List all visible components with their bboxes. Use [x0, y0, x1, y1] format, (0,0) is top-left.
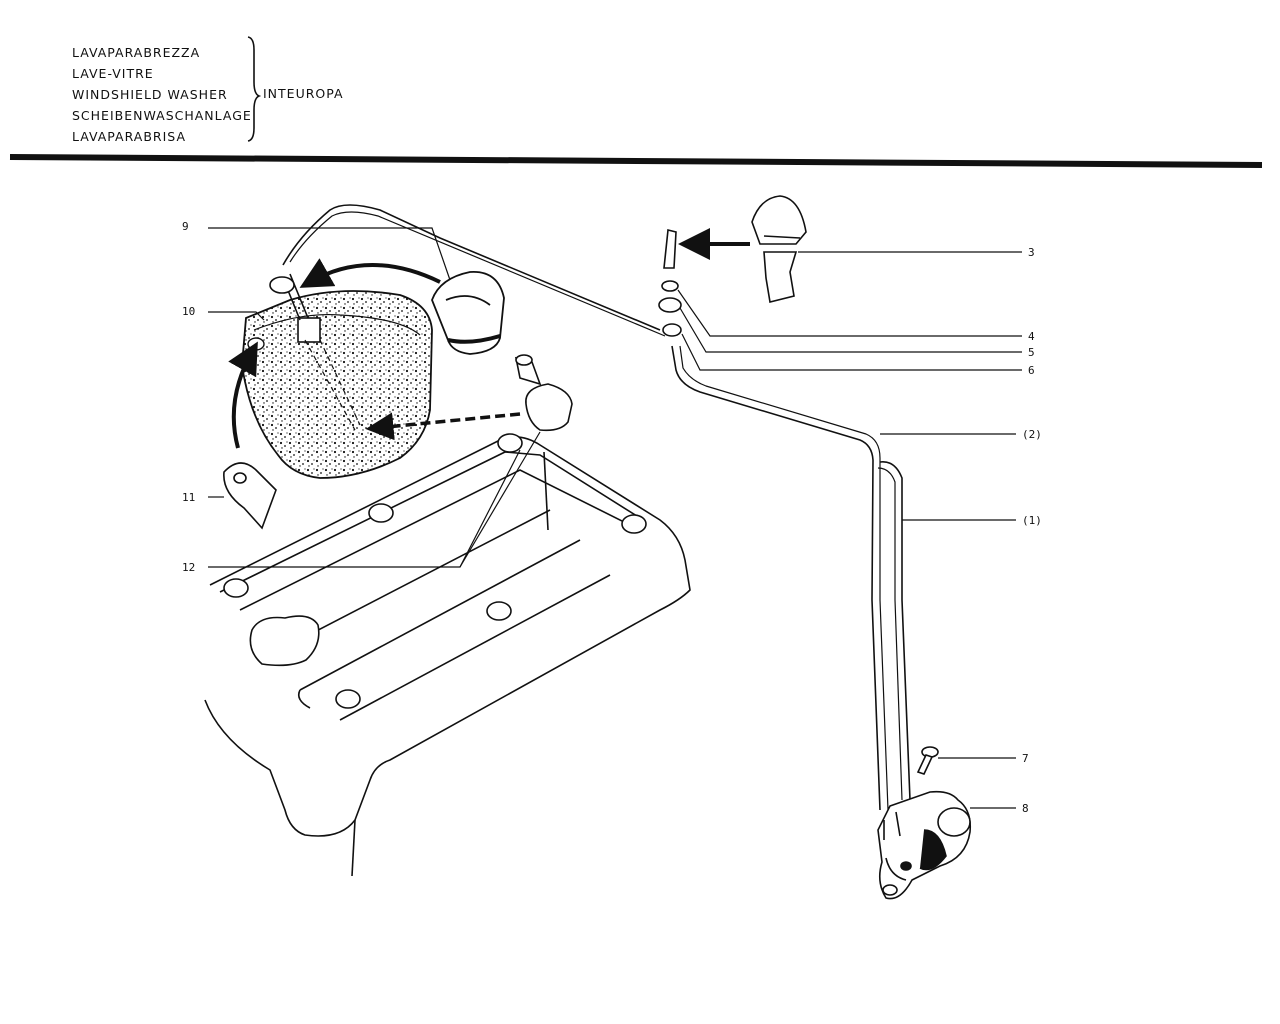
title-brace — [247, 36, 262, 142]
callout-12: 12 — [182, 561, 195, 574]
callout-2: (2) — [1022, 428, 1042, 441]
reservoir-internal-tube — [304, 339, 361, 431]
arrow-clip-to-eyelet — [228, 341, 258, 449]
washer-4 — [661, 280, 679, 292]
brace-label: INTEUROPA — [263, 86, 344, 101]
washer-reservoir — [241, 290, 433, 479]
callout-5: 5 — [1028, 346, 1035, 359]
pipe-9-return — [289, 211, 666, 337]
engine-cover — [204, 436, 691, 877]
reservoir-neck — [297, 317, 321, 343]
reservoir-cap — [431, 271, 505, 355]
title-fr: LAVE-VITRE — [72, 66, 154, 81]
pipe-fitting-top — [269, 276, 295, 294]
washer-nozzle — [751, 195, 807, 303]
hose-clip — [223, 462, 277, 530]
callout-3: 3 — [1028, 246, 1035, 259]
callout-1: (1) — [1022, 514, 1042, 527]
title-es: LAVAPARABRISA — [72, 129, 186, 144]
pickup-filter — [514, 354, 573, 432]
title-block: LAVAPARABREZZA LAVE-VITRE WINDSHIELD WAS… — [72, 42, 252, 147]
arrow-cap-to-neck — [299, 258, 441, 288]
callout-6: 6 — [1028, 364, 1035, 377]
mounting-screw — [916, 746, 939, 775]
oil-filler-cap — [249, 615, 320, 667]
leader-lines — [208, 227, 1022, 809]
title-en: WINDSHIELD WASHER — [72, 87, 228, 102]
pipe-1-inner — [877, 467, 903, 801]
pipe-1 — [879, 461, 911, 801]
arrow-pickup — [365, 412, 521, 441]
header-rule — [9, 154, 1263, 168]
engine-cover-nuts — [223, 433, 647, 709]
callout-9: 9 — [182, 220, 189, 233]
washer-pump — [877, 790, 972, 900]
callout-11: 11 — [182, 491, 195, 504]
title-de: SCHEIBENWASCHANLAGE — [72, 108, 252, 123]
title-it: LAVAPARABREZZA — [72, 45, 201, 60]
callout-8: 8 — [1022, 802, 1029, 815]
pipe-2 — [671, 345, 881, 811]
callout-7: 7 — [1022, 752, 1029, 765]
washer-6 — [662, 323, 682, 337]
reservoir-eyelet — [247, 337, 265, 351]
washer-5 — [658, 297, 682, 313]
nozzle-jet-pin — [663, 229, 677, 269]
callout-4: 4 — [1028, 330, 1035, 343]
reservoir-inner-edge — [253, 314, 421, 336]
callout-10: 10 — [182, 305, 195, 318]
pipe-2-inner — [679, 345, 889, 811]
pipe-9 — [282, 204, 661, 331]
